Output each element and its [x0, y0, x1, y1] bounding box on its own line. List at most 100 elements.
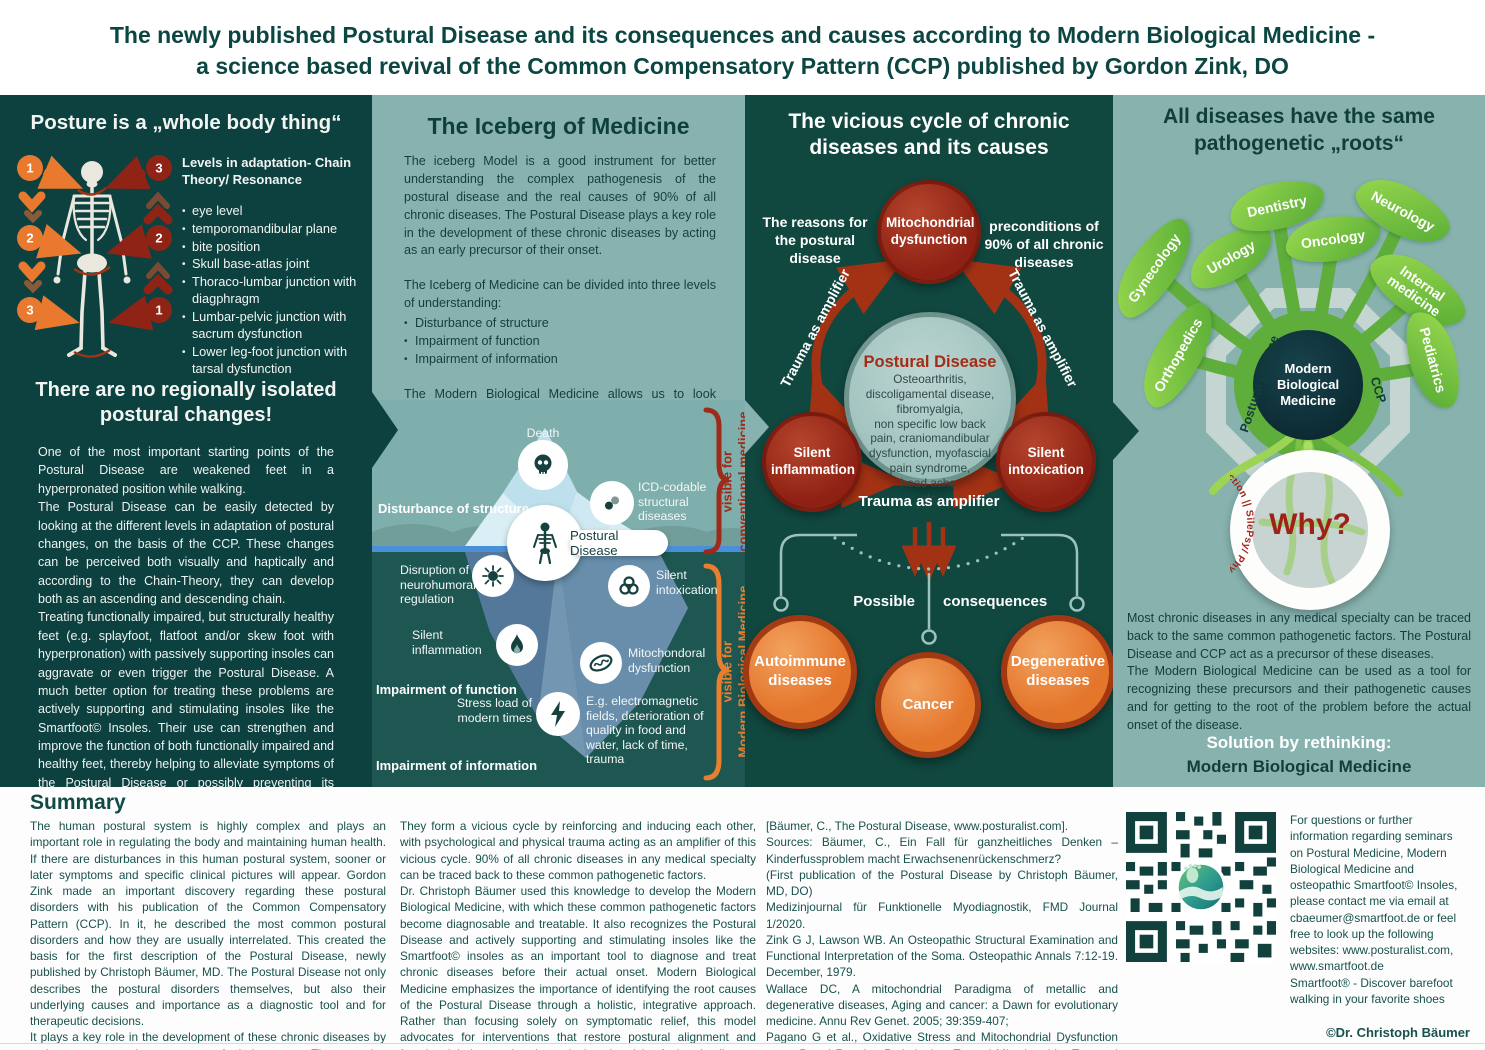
stress-desc: E.g. electromagnetic fields, deteriorati…: [586, 694, 704, 766]
circle-label: Silent intoxication: [1008, 445, 1084, 477]
circle-label: Silent inflammation: [771, 445, 856, 477]
list-line: discoligamental disease,: [865, 386, 995, 401]
cycle-arrow-left: [807, 259, 905, 442]
level-item: Skull base-atlas joint: [182, 256, 364, 273]
iceberg-title: The Iceberg of Medicine: [427, 113, 690, 139]
contact-text: For questions or further information reg…: [1290, 813, 1458, 974]
skeleton-chain-graphic: 1 2 3 3 2 1: [17, 155, 173, 358]
stress-label: Stress load of modern times: [456, 696, 532, 725]
circle-label: Autoimmune diseases: [754, 653, 846, 689]
roots-title: All diseases have the same pathogenetic …: [1163, 105, 1435, 156]
smartfoot-logo: [1175, 861, 1227, 913]
biohazard-icon: [619, 576, 639, 595]
intoxication-label: Silent intoxication: [656, 568, 718, 597]
postural-disease-circle: Postural Disease Osteoarthritis, discoli…: [844, 312, 1016, 505]
panel-vicious-cycle: The vicious cycle of chronic diseases an…: [743, 95, 1115, 787]
inflammation-circle: [496, 624, 538, 666]
reference: Pagano G et al., Oxidative Stress and Mi…: [766, 1030, 1118, 1050]
inflammation-label: Silent inflammation: [412, 628, 482, 657]
lightning-icon: [551, 701, 565, 727]
contact-info: For questions or further information reg…: [1290, 812, 1468, 1007]
postural-disease-tag: Postural Disease: [570, 528, 668, 558]
icd-circle: [590, 481, 634, 525]
list-line: non specific low back: [874, 416, 986, 431]
level-item: Thoraco-lumbar junction with diagphragm: [182, 274, 364, 308]
iceberg-graphic: [372, 407, 745, 787]
paragraph: The human postural system is highly comp…: [30, 819, 386, 1029]
visible-modern-label: visible for Modern Biological Medicine: [719, 562, 745, 782]
panel-roots: All diseases have the same pathogenetic …: [1103, 95, 1485, 787]
level-item: Lower leg-foot junction with tarsal dysf…: [182, 344, 364, 378]
skeleton-icon: [53, 161, 131, 357]
poster-title-line1: The newly published Postural Disease and…: [109, 22, 1376, 48]
no-isolated-changes-heading: There are no regionally isolated postura…: [35, 379, 337, 426]
paragraph: The Modern Biological Medicine can be us…: [1127, 664, 1471, 732]
consequences-label: consequences: [943, 593, 1048, 610]
list-line: pain syndrome,: [889, 461, 971, 476]
stress-circle: [536, 692, 580, 736]
red-arrows: [104, 155, 154, 331]
list-item: Disturbance of structure: [404, 315, 716, 333]
leaf-label: Dentistry: [1245, 191, 1309, 221]
reasons-label: The reasons for the postural disease: [762, 214, 868, 267]
skeleton-figure-icon: [533, 522, 557, 565]
smartfoot-tagline: Smartfoot® - Discover barefoot walking i…: [1290, 975, 1453, 1006]
mito-circle: [580, 642, 622, 684]
why-ring-text: Psy/ Physical trauma || Silent intoxicat…: [1230, 450, 1255, 595]
summary-col1: The human postural system is highly comp…: [30, 818, 386, 1050]
reference: Wallace DC, A mitochondrial Paradigma of…: [766, 981, 1118, 1029]
reference: Medizinjournal für Funktionelle Myodiagn…: [766, 900, 1118, 931]
death-label: Death: [526, 426, 560, 440]
trauma-bottom-label: Trauma as amplifier: [858, 493, 1000, 510]
mitochondrial-circle: Mitochondrial dysfunction: [877, 180, 981, 284]
paragraph: Treating functionally impaired, but stru…: [38, 610, 335, 808]
postural-circle-list: Osteoarthritis, discoligamental disease,…: [849, 372, 1011, 506]
modern-biological-medicine-circle: Modern Biological Medicine: [1253, 330, 1363, 440]
paragraph: It plays a key role in the development o…: [30, 1030, 386, 1050]
preconditions-label: preconditions of 90% of all chronic dise…: [984, 218, 1104, 271]
why-roots: [1258, 472, 1366, 586]
why-label: Why?: [1269, 508, 1351, 541]
consequence-connectors: [773, 533, 1085, 645]
paragraph: One of the most important starting point…: [38, 445, 334, 496]
panel1-body: One of the most important starting point…: [38, 443, 334, 811]
autoimmune-circle: Autoimmune diseases: [743, 615, 857, 729]
level-item: Lumbar-pelvic junction with sacrum dysfu…: [182, 309, 364, 343]
level-number-badges: 1 2 3 3 2 1: [17, 155, 172, 323]
pill-icon: [604, 496, 620, 510]
conventional-brace: [703, 407, 730, 555]
svg-text:3: 3: [26, 303, 33, 318]
qr-code: [1126, 812, 1276, 962]
summary-section: Summary The human postural system is hig…: [0, 787, 1485, 1050]
why-circle: Psy/ Physical trauma || Silent intoxicat…: [1230, 450, 1390, 610]
mito-label: Mitochondoral dysfunction: [628, 646, 706, 675]
intoxication-circle: [608, 565, 650, 607]
center-label: Modern Biological Medicine: [1276, 360, 1340, 409]
level-item: eye level: [182, 203, 364, 220]
svg-text:1: 1: [155, 303, 162, 318]
why-inner: [1252, 472, 1368, 588]
disturbance-label: Disturbance of structure: [378, 501, 529, 516]
svg-text:2: 2: [155, 231, 162, 246]
possible-label: Possible: [853, 593, 915, 610]
modern-brace: [703, 563, 730, 781]
iceberg-scene: Disturbance of structure Impairment of f…: [372, 400, 745, 787]
roots-body: Most chronic diseases in any medical spe…: [1127, 610, 1471, 734]
summary-col2: They form a vicious cycle by reinforcing…: [400, 818, 756, 1050]
list-line: etc.: [920, 490, 940, 505]
reference: Zink G J, Lawson WB. An Osteopathic Stru…: [766, 932, 1118, 980]
reference: [Bäumer, C., The Postural Disease, www.p…: [766, 819, 1069, 833]
svg-text:2: 2: [26, 231, 33, 246]
bottom-divider: [0, 1043, 1485, 1044]
paragraph: Most chronic diseases in any medical spe…: [1127, 611, 1471, 661]
summary-heading: Summary: [30, 791, 126, 814]
mitochondria-icon: [589, 654, 613, 672]
paragraph: They form a vicious cycle by reinforcing…: [400, 819, 756, 882]
paragraph: The iceberg Model is a good instrument f…: [404, 154, 716, 258]
flame-icon: [511, 634, 523, 654]
inflammation-circle: Silent inflammation: [762, 412, 862, 512]
dotted-arc: [833, 536, 1025, 571]
paragraph: The Postural Disease can be easily detec…: [38, 500, 334, 606]
disruption-label: Disruption of neurohumoral regulation: [400, 563, 476, 606]
